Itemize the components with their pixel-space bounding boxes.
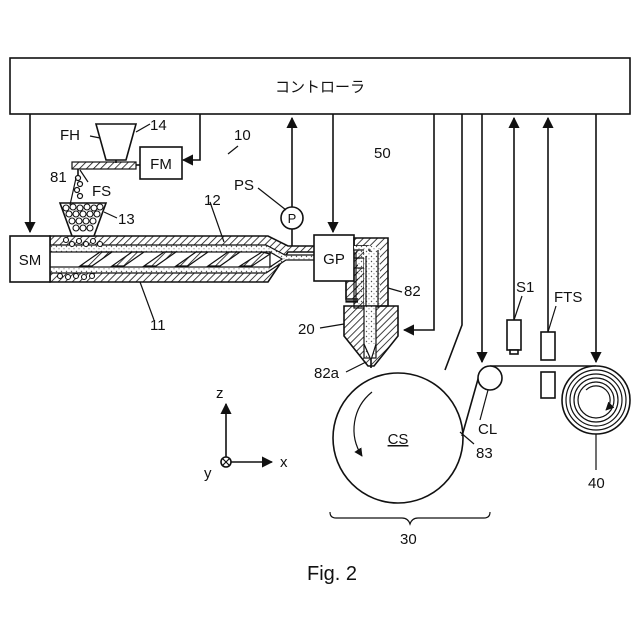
extrusion-head: [344, 306, 398, 368]
label-83: 83: [476, 445, 493, 462]
label-fts: FTS: [554, 289, 582, 306]
label-11: 11: [150, 317, 166, 334]
extruder-screw: [50, 252, 282, 267]
melt-duct: [354, 238, 388, 308]
sensor-fts: [541, 332, 555, 398]
svg-text:CS: CS: [388, 431, 409, 448]
label-10: 10: [234, 127, 251, 144]
label-82a: 82a: [314, 365, 340, 382]
axis-z-label: z: [216, 385, 224, 402]
label-40: 40: [588, 475, 605, 492]
label-s1: S1: [516, 279, 534, 296]
bracket-30: [330, 512, 490, 524]
label-50: 50: [374, 145, 391, 162]
label-81: 81: [50, 169, 67, 186]
label-fh: FH: [60, 127, 80, 144]
svg-text:GP: GP: [323, 251, 345, 268]
controller: コントローラ: [10, 58, 630, 114]
label-30: 30: [400, 531, 417, 548]
figure-caption: Fig. 2: [307, 563, 357, 585]
controller-label: コントローラ: [275, 78, 365, 96]
svg-text:FM: FM: [150, 156, 172, 173]
cooling-drum: CS: [333, 373, 463, 503]
sensor-s1: [507, 320, 521, 354]
label-ps: PS: [234, 177, 254, 194]
gear-pump: GP: [314, 235, 354, 281]
label-cl: CL: [478, 421, 497, 438]
label-fs: FS: [92, 183, 111, 200]
label-12: 12: [204, 192, 221, 209]
cooling-roller: [478, 366, 502, 390]
screw-motor: SM: [10, 236, 50, 282]
feed-motor: FM: [140, 147, 182, 179]
label-82: 82: [404, 283, 421, 300]
axis-x-label: x: [280, 454, 288, 471]
coordinate-axes: z x y: [204, 385, 288, 482]
label-20: 20: [298, 321, 315, 338]
label-14: 14: [150, 117, 167, 134]
label-13: 13: [118, 211, 135, 228]
feed-hopper: [96, 124, 136, 163]
pressure-sensor: P: [281, 207, 303, 246]
axis-y-label: y: [204, 465, 212, 482]
svg-text:SM: SM: [19, 252, 42, 269]
winding-roll: [562, 366, 630, 434]
svg-text:P: P: [288, 211, 297, 226]
